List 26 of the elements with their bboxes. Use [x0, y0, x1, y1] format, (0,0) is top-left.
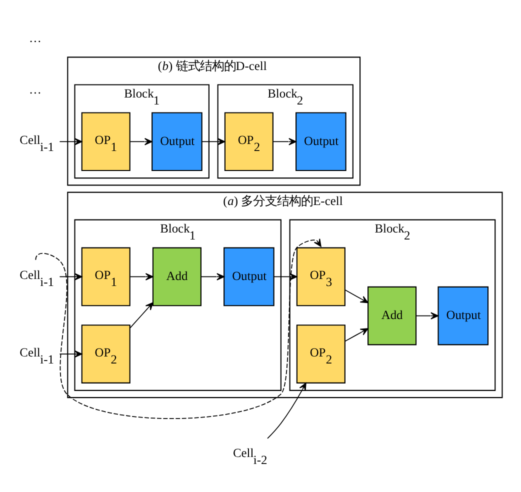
label: … [29, 30, 42, 44]
arrow [35, 238, 322, 419]
arrow [130, 302, 154, 328]
arrow [344, 289, 368, 303]
arrow [130, 138, 152, 145]
node-label: (a) 多分支结构的E-cell [223, 193, 343, 208]
cluster [67, 56, 361, 186]
label: … [29, 82, 42, 96]
arrow [59, 350, 82, 358]
node-box: Output [296, 112, 346, 171]
arrow [267, 382, 306, 438]
node-box: Output [152, 112, 202, 171]
arrow [416, 312, 439, 319]
arrow [59, 138, 82, 145]
cluster [67, 191, 503, 398]
node-box: Add [368, 286, 417, 345]
node-box: Add [152, 246, 202, 306]
arrow [200, 272, 224, 280]
node-box: Output [438, 286, 489, 345]
arrow [202, 138, 226, 145]
arrow [59, 272, 82, 280]
node-label: (b) 链式结构的D-cell [158, 58, 267, 72]
node-box: Output [224, 246, 274, 306]
arrow [272, 138, 296, 145]
arrow [344, 328, 368, 342]
arrow [130, 272, 154, 280]
